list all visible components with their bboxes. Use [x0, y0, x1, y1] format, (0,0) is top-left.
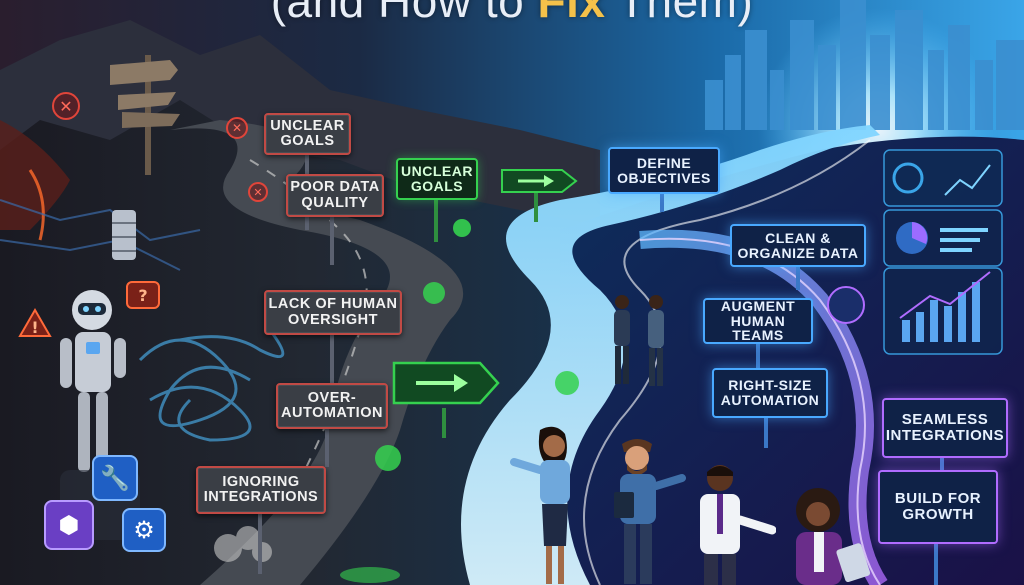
people-walking-far: [614, 295, 664, 386]
problem-label: LACK OF HUMAN OVERSIGHT: [268, 296, 398, 328]
sign-post: [756, 344, 760, 370]
wrench-icon: 🔧: [100, 464, 130, 492]
x-circle-icon: ✕: [226, 117, 248, 139]
sign-post: [934, 544, 938, 585]
fix-sign-right-size-automation: RIGHT-SIZE AUTOMATION: [712, 368, 828, 418]
arrow-right-icon: [392, 361, 500, 405]
fix-label: BUILD FOR GROWTH: [894, 490, 982, 523]
wrench-tile: 🔧: [92, 455, 138, 501]
problem-sign-lack-of-human-oversight: LACK OF HUMAN OVERSIGHT: [264, 290, 402, 335]
man-in-suit: [700, 465, 776, 585]
gear-tile: ⚙: [122, 508, 166, 552]
sign-post: [330, 215, 334, 265]
sign-post: [796, 266, 800, 290]
problem-sign-unclear-goals: UNCLEAR GOALS: [264, 113, 351, 155]
fix-sign-build-for-growth: BUILD FOR GROWTH: [878, 470, 998, 544]
problem-label: POOR DATA QUALITY: [290, 179, 380, 211]
sign-post: [325, 427, 329, 467]
cube-icon: ⬢: [58, 511, 80, 539]
fix-label: AUGMENT HUMAN TEAMS: [720, 297, 796, 344]
fix-label: RIGHT-SIZE AUTOMATION: [720, 377, 820, 408]
problem-label: OVER- AUTOMATION: [281, 389, 383, 421]
sign-post: [534, 192, 538, 222]
x-circle-icon: ✕: [248, 182, 268, 202]
gear-icon: ⚙: [133, 516, 155, 544]
problem-label: IGNORING INTEGRATIONS: [203, 473, 319, 505]
title-accent: Fix: [537, 0, 606, 27]
sign-post: [330, 335, 334, 385]
svg-text:!: !: [31, 318, 38, 337]
title-prefix: (and How to: [270, 0, 538, 27]
page-title: (and How to Fix Them): [0, 0, 1024, 28]
fix-label: SEAMLESS INTEGRATIONS: [885, 411, 1005, 444]
sign-post: [940, 458, 944, 480]
arrow-sign: [500, 166, 578, 196]
fix-sign-augment-human-teams: AUGMENT HUMAN TEAMS: [703, 298, 813, 344]
sign-post: [434, 198, 438, 242]
problem-sign-over-automation: OVER- AUTOMATION: [276, 383, 388, 429]
problem-sign-ignoring-integrations: IGNORING INTEGRATIONS: [196, 466, 326, 514]
arrow-sign: [392, 358, 500, 408]
bubble-text: ?: [138, 285, 148, 305]
fix-label: DEFINE OBJECTIVES: [617, 154, 711, 186]
transition-sign-unclear-goals: UNCLEAR GOALS: [396, 158, 478, 200]
sign-post: [258, 514, 262, 574]
fix-sign-clean-organize-data: CLEAN & ORGANIZE DATA: [730, 224, 866, 267]
fix-label: CLEAN & ORGANIZE DATA: [737, 229, 859, 261]
sign-post: [442, 408, 446, 438]
man-with-tablet: [614, 439, 686, 584]
cube-tile: ⬢: [44, 500, 94, 550]
x-circle-icon: ✕: [52, 92, 80, 120]
fix-sign-seamless-integrations: SEAMLESS INTEGRATIONS: [882, 398, 1008, 458]
sign-post: [660, 194, 664, 212]
woman-with-tablet: [796, 488, 871, 585]
woman-pointing: [510, 426, 570, 584]
fix-sign-define-objectives: DEFINE OBJECTIVES: [608, 147, 720, 194]
problem-sign-poor-data-quality: POOR DATA QUALITY: [286, 174, 384, 217]
arrow-right-icon: [501, 169, 578, 193]
transition-label: UNCLEAR GOALS: [401, 163, 473, 194]
sign-post: [764, 418, 768, 448]
title-suffix: Them): [605, 0, 754, 27]
problem-label: UNCLEAR GOALS: [270, 117, 345, 149]
warning-triangle: !: [18, 308, 52, 337]
robot-speech-bubble: ?: [126, 281, 160, 309]
warning-icon: !: [18, 308, 52, 338]
